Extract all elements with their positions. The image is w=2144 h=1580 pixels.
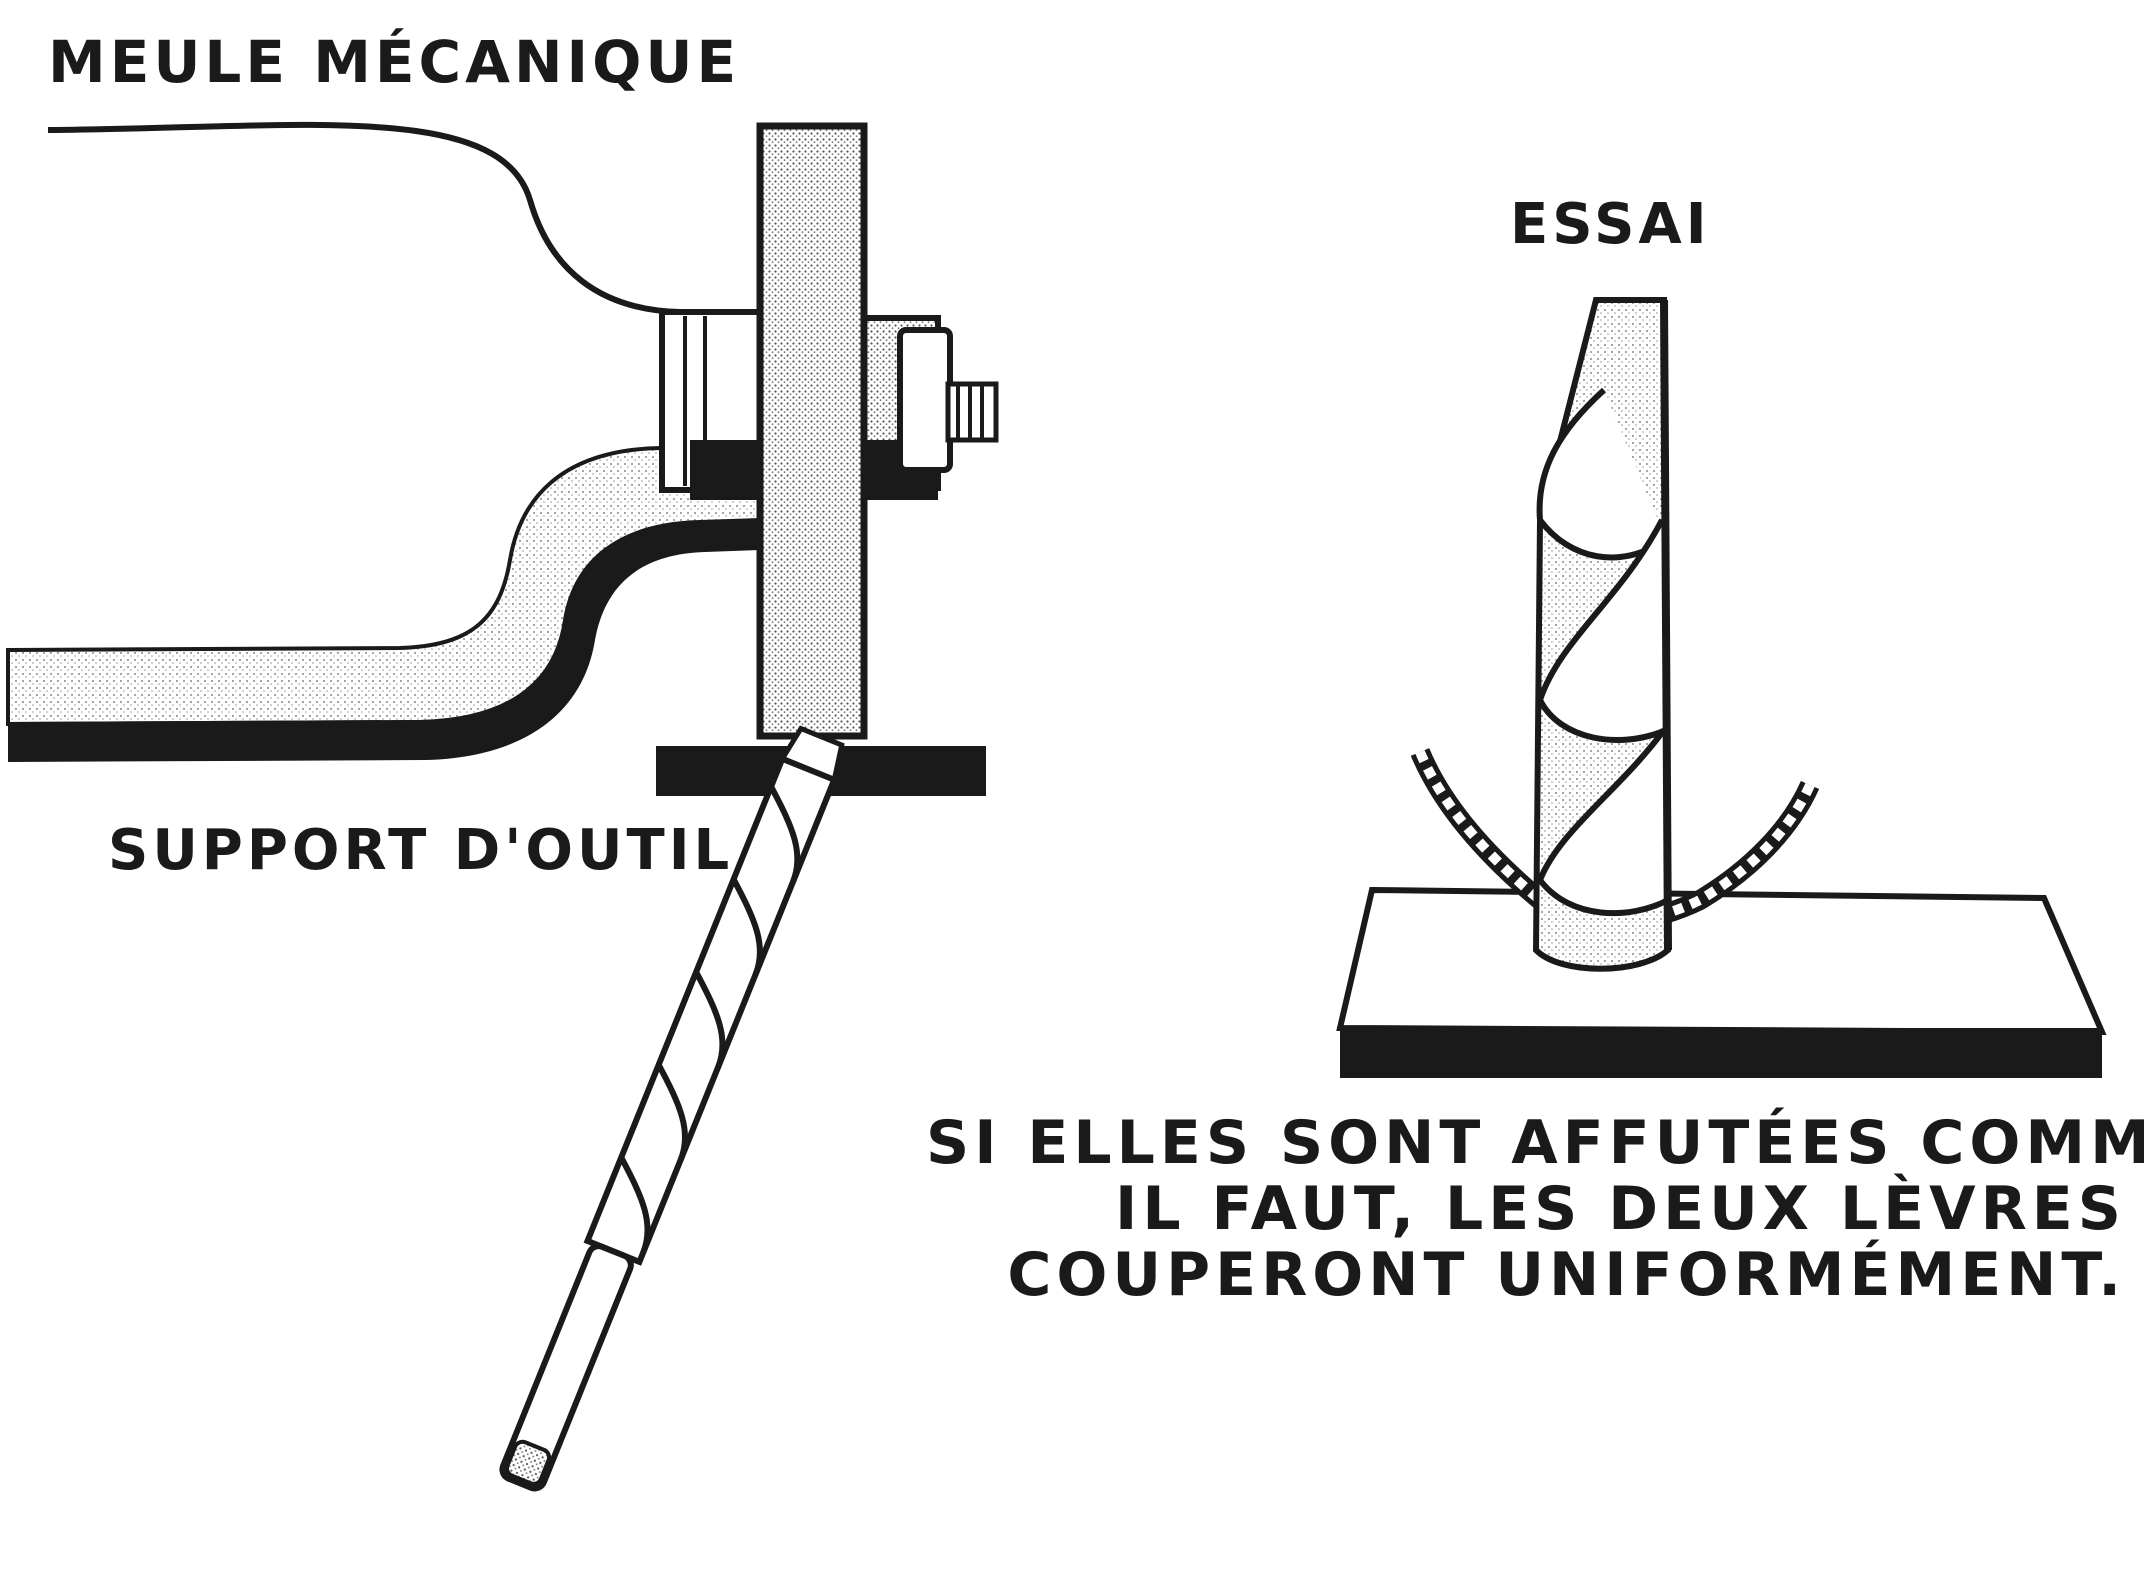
caption: SI ELLES SONT AFFUTÉES COMME IL FAUT, LE… <box>926 1108 2144 1310</box>
test-drill-flute <box>1536 518 1668 743</box>
arbor-hex <box>897 327 953 473</box>
grinder-housing-outline <box>47 121 681 315</box>
drill-flute <box>618 1156 651 1254</box>
tool-rest-label: SUPPORT D'OUTIL <box>108 818 734 883</box>
test-label: ESSAI <box>1510 192 1711 257</box>
grinder-label: MEULE MÉCANIQUE <box>48 28 741 96</box>
caption-line: COUPERONT UNIFORMÉMENT. <box>1007 1240 2126 1310</box>
drill-bit-being-sharpened <box>499 725 845 1492</box>
test-drill-flute <box>1536 387 1668 561</box>
workpiece-plate-top <box>1336 886 2107 1036</box>
tool-rest-arm-base <box>8 520 760 762</box>
drill-flute <box>693 970 726 1069</box>
drill-shank-end <box>505 1439 552 1486</box>
grinding-wheel <box>756 122 868 740</box>
bench-grinder <box>6 121 999 796</box>
test-illustration <box>1336 297 2107 1078</box>
workpiece-plate-edge <box>1340 1028 2102 1078</box>
drill-shank <box>499 1243 634 1492</box>
test-drill-flute <box>1536 728 1670 917</box>
test-drill-shank-edge <box>1660 299 1672 951</box>
caption-line: IL FAUT, LES DEUX LÈVRES <box>1115 1174 2126 1244</box>
drill-flute <box>656 1063 689 1162</box>
drill-flute <box>768 785 801 883</box>
shaft-collar-shadow <box>690 440 760 500</box>
tool-rest-arm <box>6 446 762 727</box>
metal-chip-left-inner <box>1415 750 1601 930</box>
drill-flute <box>730 877 763 976</box>
caption-line: SI ELLES SONT AFFUTÉES COMME <box>926 1108 2144 1178</box>
